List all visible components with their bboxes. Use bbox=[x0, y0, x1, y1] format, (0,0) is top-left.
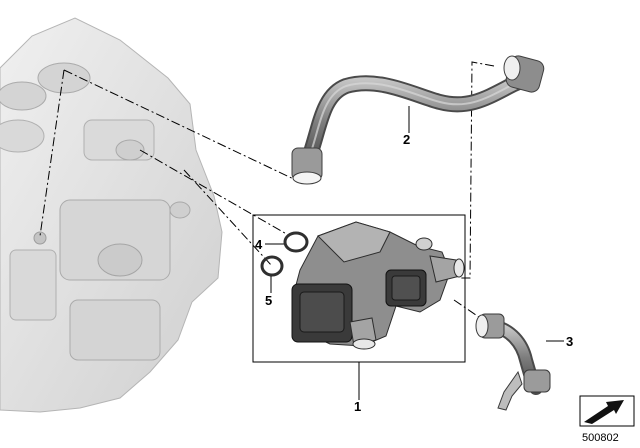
coolant-hose-lower-illustration bbox=[475, 313, 551, 411]
callout-label-2: 2 bbox=[403, 132, 411, 147]
engine-block-illustration bbox=[0, 17, 223, 413]
callout-leaders bbox=[265, 106, 564, 400]
o-ring-lower-illustration bbox=[260, 255, 284, 277]
callout-label-5: 5 bbox=[265, 293, 273, 308]
coolant-hose-upper-illustration bbox=[291, 55, 545, 185]
callout-label-3: 3 bbox=[566, 334, 574, 349]
orientation-arrow-icon bbox=[579, 395, 635, 427]
thermostat-housing-illustration bbox=[291, 221, 465, 350]
callout-label-4: 4 bbox=[255, 237, 263, 252]
diagram-number: 500802 bbox=[582, 432, 619, 444]
o-ring-upper-illustration bbox=[283, 231, 309, 253]
callout-label-1: 1 bbox=[354, 399, 362, 414]
